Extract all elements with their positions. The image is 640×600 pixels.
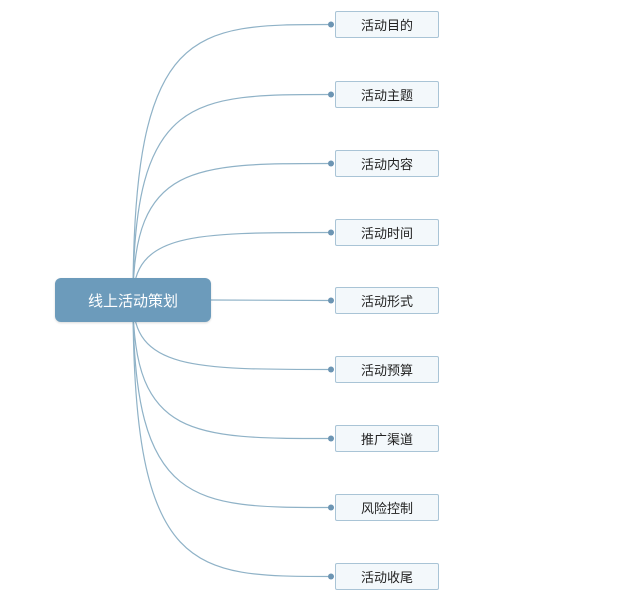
branch-connector-line: [132, 299, 332, 440]
branch-connector-line: [132, 299, 332, 578]
branch-topic-time[interactable]: 活动时间: [335, 219, 439, 246]
branch-connector-line: [132, 162, 332, 301]
branch-topic-label: 活动形式: [360, 295, 413, 310]
branch-connector-dot: [328, 435, 334, 442]
branch-topic-label: 活动内容: [360, 158, 413, 173]
branch-connector-line: [132, 231, 332, 301]
branch-connector-dot: [328, 21, 334, 28]
branch-connector-dot: [328, 573, 334, 580]
branch-topic-wrapup[interactable]: 活动收尾: [335, 563, 439, 590]
branch-topic-budget[interactable]: 活动预算: [335, 356, 439, 383]
branch-topic-label: 活动预算: [360, 364, 413, 379]
branch-topic-label: 活动目的: [360, 19, 413, 34]
branch-connector-dot: [328, 366, 334, 373]
branch-connector-dot: [328, 297, 334, 304]
branch-connector-dot: [328, 160, 334, 167]
root-topic[interactable]: 线上活动策划: [55, 278, 211, 322]
branch-topic-label: 活动收尾: [360, 571, 413, 586]
branch-topic-label: 推广渠道: [360, 433, 413, 448]
branch-connector-line: [132, 93, 332, 301]
branch-topic-label: 活动主题: [360, 89, 413, 104]
branch-connector-line: [132, 299, 332, 509]
branch-connector-line: [132, 299, 332, 371]
root-topic-label: 线上活动策划: [87, 291, 178, 310]
branch-topic-format[interactable]: 活动形式: [335, 287, 439, 314]
branch-topic-content[interactable]: 活动内容: [335, 150, 439, 177]
branch-connector-dot: [328, 504, 334, 511]
branch-connector-line: [210, 299, 332, 302]
branch-topic-risk[interactable]: 风险控制: [335, 494, 439, 521]
branch-topic-label: 风险控制: [360, 502, 413, 517]
branch-connector-line: [132, 23, 332, 301]
branch-topic-goal[interactable]: 活动目的: [335, 11, 439, 38]
branch-topic-theme[interactable]: 活动主题: [335, 81, 439, 108]
branch-connector-dot: [328, 229, 334, 236]
branch-connector-dot: [328, 91, 334, 98]
branch-topic-label: 活动时间: [360, 227, 413, 242]
branch-topic-promotion[interactable]: 推广渠道: [335, 425, 439, 452]
